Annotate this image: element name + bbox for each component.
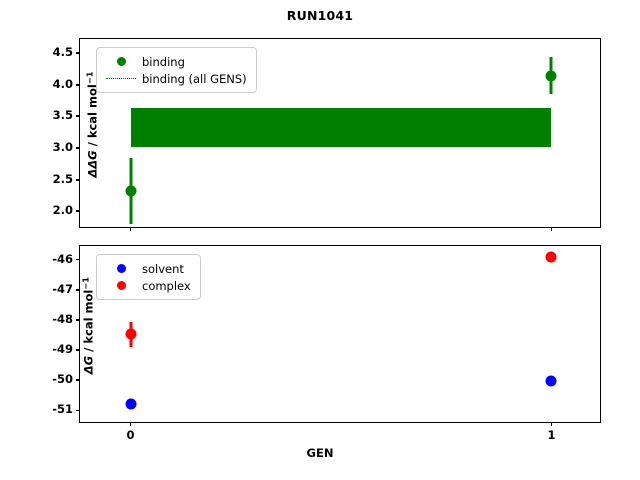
solvent-marker-icon	[104, 264, 138, 273]
figure-title: RUN1041	[286, 8, 354, 23]
bottom-legend: solvent complex	[96, 254, 201, 300]
datapoint-complex-gen0[interactable]	[125, 328, 137, 340]
datapoint-solvent-gen0[interactable]	[125, 398, 137, 410]
bottom-plot-axes: ΔG / kcal mol−1 -51 -50 -49 -48 -47 -46 …	[52, 245, 601, 442]
complex-marker-icon	[104, 281, 138, 290]
x-axis-label: GEN	[306, 446, 334, 460]
legend-item-complex[interactable]: complex	[104, 277, 191, 294]
legend-item-binding[interactable]: binding	[104, 53, 247, 70]
legend-item-binding-all-gens[interactable]: binding (all GENS)	[104, 70, 247, 87]
binding-all-gens-band	[130, 108, 552, 148]
legend-item-solvent[interactable]: solvent	[104, 260, 191, 277]
binding-all-gens-line-icon	[104, 78, 138, 79]
datapoint-solvent-gen1[interactable]	[545, 375, 557, 387]
xtick-label-0: 0	[126, 428, 135, 442]
datapoint-binding-gen1[interactable]	[545, 70, 557, 82]
xtick-label-1: 1	[547, 428, 556, 442]
legend-label-complex: complex	[142, 278, 191, 293]
legend-label-binding: binding	[142, 54, 185, 69]
bottom-plot-area	[80, 246, 600, 422]
legend-label-binding-all-gens: binding (all GENS)	[142, 71, 247, 86]
top-plot-axes: ΔΔG / kcal mol−1 2.0 2.5 3.0 3.5 4.0 4.5	[53, 38, 601, 231]
datapoint-binding-gen0[interactable]	[125, 185, 137, 197]
binding-marker-icon	[104, 57, 138, 66]
top-plot-area	[80, 39, 600, 227]
legend-label-solvent: solvent	[142, 261, 184, 276]
datapoint-complex-gen1[interactable]	[545, 251, 557, 263]
top-legend: binding binding (all GENS)	[96, 47, 257, 93]
